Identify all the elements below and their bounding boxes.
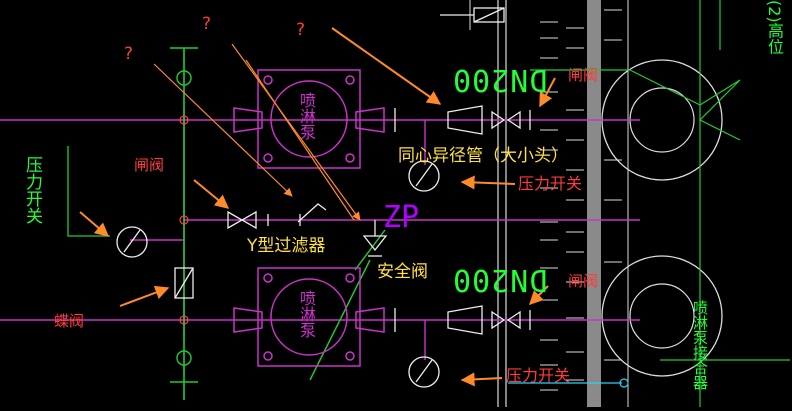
reducer-top: [447, 105, 483, 135]
pipe-joints: [179, 115, 189, 325]
green-cad-lines: [530, 0, 790, 407]
pressure-gauge-bottom: [408, 356, 440, 388]
right-bottom-fragment: 喷淋泵接合器: [691, 300, 709, 390]
pressure-switch-label-mid: 压力开关: [518, 174, 583, 193]
reducer-bottom: [447, 305, 483, 335]
pump-top-text: 喷淋泵: [297, 92, 316, 140]
tank-circle-bottom-inner: [629, 283, 695, 349]
gate-valve-label-left: 闸阀: [134, 156, 165, 174]
green-leader-left: [67, 146, 110, 237]
zp-label: ZP: [383, 200, 420, 235]
safety-valve-label: 安全阀: [377, 262, 428, 282]
pressure-gauge-mid: [408, 160, 440, 192]
pump-bottom-text: 喷淋泵: [297, 290, 316, 338]
wall-band: [587, 0, 601, 407]
cyan-node: [619, 378, 629, 388]
dn-label-bottom: DN200: [452, 262, 548, 297]
pressure-gauge-left: [116, 226, 148, 258]
question-mark-2: ?: [202, 14, 212, 34]
butterfly-valve-shape: [174, 267, 194, 299]
pump-top: [233, 69, 385, 169]
question-mark-3: ?: [296, 20, 306, 40]
dn-label-top: DN200: [452, 62, 548, 97]
y-strainer-label: Y型过滤器: [247, 236, 326, 256]
gate-valve-left: [227, 210, 257, 230]
pressure-switch-vertical-text: 压力开关: [22, 156, 42, 224]
y-strainer-shape: [297, 203, 327, 223]
question-mark-1: ?: [124, 44, 134, 64]
right-top-fragment: (2)高位: [765, 0, 784, 55]
bracket-marks: [540, 9, 622, 391]
butterfly-valve-label: 蝶阀: [54, 312, 85, 330]
gate-valve-top: [491, 110, 521, 130]
white-fittings: [116, 7, 531, 388]
question-leaders: [153, 43, 361, 221]
gate-valve-bottom: [491, 310, 521, 330]
reducer-label: 同心异径管（大小头）: [398, 146, 568, 166]
annotation-arrows: [79, 27, 556, 387]
gate-valve-label-bottom: 闸阀: [568, 272, 599, 290]
gate-valve-label-top: 闸阀: [568, 66, 599, 84]
pump-bottom: [233, 267, 385, 367]
tank-circle-bottom: [601, 255, 723, 377]
pressure-switch-label-bottom: 压力开关: [506, 366, 571, 385]
